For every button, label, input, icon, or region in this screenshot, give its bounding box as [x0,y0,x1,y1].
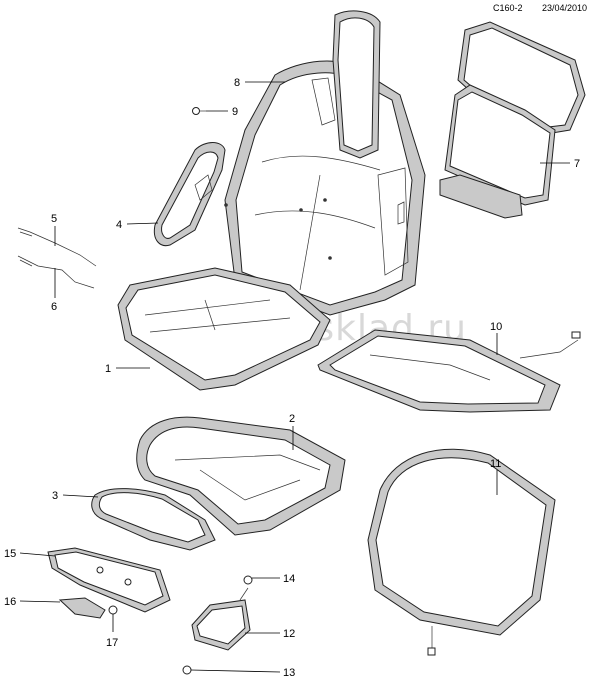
svg-text:7: 7 [574,158,580,170]
part-large-pad [367,448,556,656]
svg-text:14: 14 [283,573,295,585]
callout-8: 8 [234,77,285,89]
svg-text:15: 15 [4,548,16,560]
callout-17: 17 [106,614,118,649]
callout-16: 16 [4,596,61,608]
svg-text:11: 11 [490,458,501,470]
svg-text:1: 1 [105,363,111,375]
callout-14: 14 [252,573,295,585]
callout-2: 2 [289,413,295,450]
callout-10: 10 [490,321,502,355]
part-nut [243,575,253,585]
part-side-trim [153,142,226,247]
svg-text:3: 3 [52,490,58,502]
callout-3: 3 [52,490,99,502]
callout-7: 7 [540,158,580,170]
part-lever [58,597,106,619]
callout-1: 1 [105,363,150,375]
part-seat-cushion-cover [117,267,331,391]
svg-text:8: 8 [234,77,240,89]
svg-text:17: 17 [106,637,118,649]
svg-text:2: 2 [289,413,295,425]
svg-text:6: 6 [51,301,57,313]
diagram-date: 23/04/2010 [542,3,587,13]
callout-15: 15 [4,548,56,560]
svg-text:4: 4 [116,219,122,231]
callout-6: 6 [51,268,57,313]
part-wires [17,227,97,289]
part-fastener [108,605,118,615]
svg-text:16: 16 [4,596,16,608]
svg-text:12: 12 [283,628,295,640]
part-cushion-pad [91,488,216,551]
callout-5: 5 [51,213,57,246]
part-bolt [182,665,192,675]
svg-text:10: 10 [490,321,502,333]
svg-text:13: 13 [283,667,295,679]
callout-9: 9 [206,106,238,118]
callout-12: 12 [245,628,295,640]
part-module [191,587,251,651]
svg-text:5: 5 [51,213,57,225]
callout-13: 13 [190,667,295,679]
callout-4: 4 [116,219,159,231]
part-seat-back [224,10,426,316]
svg-text:9: 9 [232,106,238,118]
part-screw [192,107,206,115]
part-bracket [47,547,171,613]
part-heater-pad [317,329,581,413]
diagram-code: C160-2 [493,3,523,13]
part-back-panel [439,21,586,219]
callout-11: 11 [490,458,501,495]
